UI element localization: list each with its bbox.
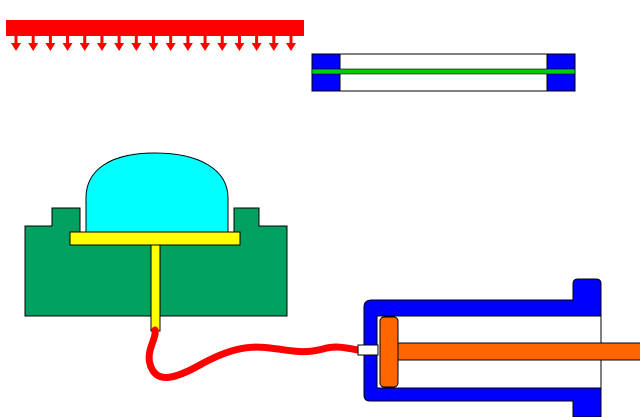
bulb-sensor-icon xyxy=(24,152,288,332)
bellows-cylinder-icon xyxy=(357,278,602,417)
heater-element-icon xyxy=(6,20,304,51)
heater-arrow-head xyxy=(11,43,21,51)
heater-arrow-head xyxy=(96,43,107,51)
heater-arrow-head xyxy=(28,43,39,51)
piston-head xyxy=(379,316,399,388)
piston-rod xyxy=(397,342,640,361)
heater-arrow-head xyxy=(62,43,73,51)
cylinder-wall xyxy=(363,278,602,417)
glass-tube-icon xyxy=(311,53,576,92)
capillary-tube-icon xyxy=(145,326,362,381)
heater-bar xyxy=(6,20,304,36)
heater-arrow-head xyxy=(286,43,296,51)
heater-arrow-head xyxy=(251,43,262,51)
heater-arrow-head xyxy=(114,43,125,51)
heater-arrow-head xyxy=(268,43,279,51)
heater-arrow-head xyxy=(45,43,56,51)
heater-arrow-head xyxy=(200,43,211,51)
heater-arrow-head xyxy=(182,43,193,51)
heater-arrows xyxy=(11,36,296,51)
sensor-stem xyxy=(150,244,161,332)
heater-arrow-head xyxy=(79,43,90,51)
cylinder-nozzle xyxy=(357,344,379,356)
heater-arrow-head xyxy=(165,43,176,51)
tube-core xyxy=(311,68,576,75)
heater-arrow-head xyxy=(217,43,228,51)
sensor-dome xyxy=(85,152,229,233)
piston-rod-icon xyxy=(379,316,640,388)
heater-arrow-head xyxy=(234,43,245,51)
heater-arrow-head xyxy=(131,43,142,51)
heater-arrow-head xyxy=(148,43,159,51)
sensor-plate xyxy=(69,231,241,246)
